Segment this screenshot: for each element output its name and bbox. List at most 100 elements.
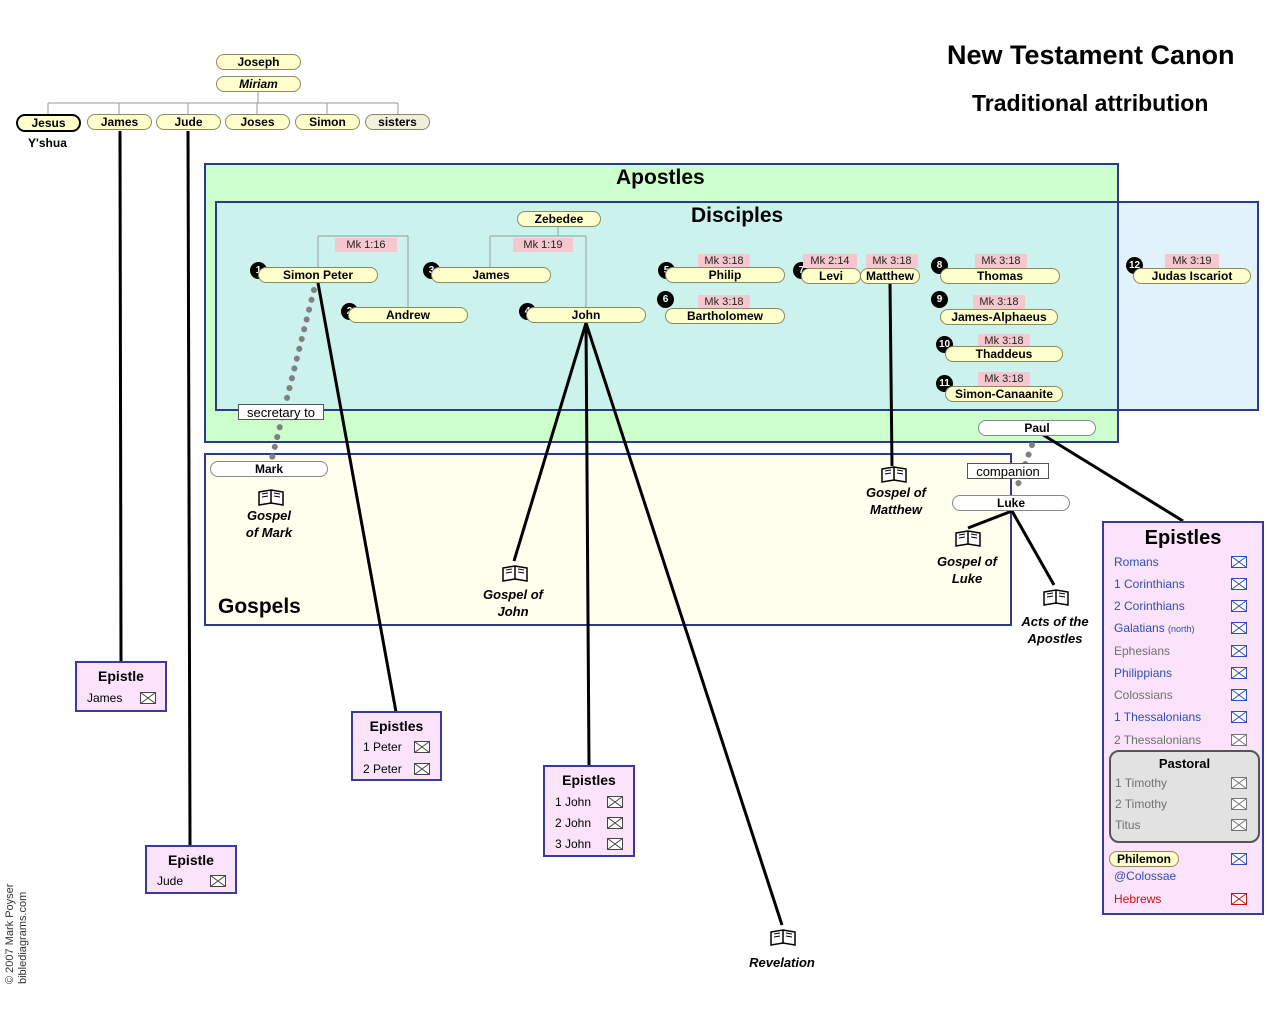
scripture-ref: Mk 3:18	[975, 254, 1027, 268]
bartholomew-pill: Bartholomew	[665, 308, 785, 324]
envelope-icon	[607, 796, 623, 808]
scripture-ref: Mk 3:19	[1165, 254, 1219, 268]
disciples-label: Disciples	[691, 204, 784, 227]
philemon-pill: Philemon	[1109, 851, 1179, 867]
scripture-ref: Mk 1:19	[513, 238, 573, 252]
matthew-pill: Matthew	[860, 268, 920, 284]
andrew-pill: Andrew	[348, 307, 468, 323]
envelope-icon	[1231, 667, 1247, 679]
epistles-john-box: Epistles 1 John 2 John 3 John	[543, 765, 635, 857]
apostles-label: Apostles	[616, 166, 705, 189]
epistles-peter-box: Epistles 1 Peter 2 Peter	[351, 711, 442, 781]
credit-line1: © 2007 Mark Poyser	[4, 883, 16, 984]
envelope-icon	[1231, 734, 1247, 746]
gospel-john-label: Gospel of John	[468, 586, 558, 620]
gospels-region	[204, 453, 1012, 626]
simon-peter-pill: Simon Peter	[258, 267, 378, 283]
gospel-mark-line2: of Mark	[245, 525, 293, 540]
epistle-box-title: Epistle	[168, 852, 214, 868]
scripture-ref: Mk 3:18	[978, 372, 1030, 386]
book-icon	[954, 528, 982, 553]
scripture-ref: Mk 3:18	[973, 295, 1025, 309]
jude-pill: Jude	[156, 114, 221, 130]
envelope-icon	[414, 763, 430, 775]
epistle-james-box: Epistle James	[75, 661, 167, 712]
epistle-box-title: Epistles	[562, 772, 616, 788]
epistle-item: James	[87, 691, 123, 705]
envelope-icon	[607, 838, 623, 850]
envelope-icon	[140, 692, 156, 704]
envelope-icon	[607, 817, 623, 829]
epistle-1-timothy: 1 Timothy	[1115, 776, 1168, 790]
envelope-icon	[1231, 777, 1247, 789]
joses-pill: Joses	[225, 114, 290, 130]
envelope-icon	[414, 741, 430, 753]
gospel-mark-label: Gospel of Mark	[229, 507, 309, 541]
gospel-mark-line1: Gospel	[246, 508, 292, 523]
book-icon	[501, 563, 529, 588]
envelope-icon	[1231, 853, 1247, 865]
james-brother-pill: James	[87, 114, 152, 130]
paul-epistles-title: Epistles	[1144, 527, 1222, 549]
epistle-galatians: Galatians (north)	[1114, 621, 1195, 635]
page-subtitle: Traditional attribution	[972, 90, 1209, 116]
gospel-luke-line2: Luke	[951, 571, 983, 586]
levi-pill: Levi	[801, 268, 861, 284]
epistle-jude-box: Epistle Jude	[145, 845, 237, 894]
envelope-icon	[1231, 622, 1247, 634]
envelope-icon	[1231, 819, 1247, 831]
yshua-label: Y'shua	[28, 136, 67, 150]
envelope-icon	[210, 875, 226, 887]
epistle-item: 1 Peter	[363, 740, 402, 754]
simon-canaanite-pill: Simon-Canaanite	[945, 386, 1063, 402]
epistle-2-corinthians: 2 Corinthians	[1114, 599, 1185, 613]
epistle-titus: Titus	[1115, 818, 1141, 832]
envelope-icon	[1231, 689, 1247, 701]
acts-line2: Apostles	[1027, 631, 1083, 646]
gospel-john-line1: Gospel of	[483, 587, 543, 602]
miriam-pill: Miriam	[216, 76, 301, 92]
book-icon	[769, 927, 797, 952]
gospel-john-line2: John	[497, 604, 529, 619]
companion-note: companion	[967, 463, 1049, 479]
dotted-lines	[269, 287, 1035, 493]
acts-line1: Acts of the	[1021, 614, 1089, 629]
paul-epistles-box: Epistles Romans 1 Corinthians 2 Corinthi…	[1102, 521, 1264, 915]
number-badge: 6	[657, 291, 674, 308]
page-title: New Testament Canon	[947, 40, 1235, 70]
galatians-note: (north)	[1168, 624, 1195, 634]
epistle-item: 2 John	[555, 816, 592, 830]
scripture-ref: Mk 3:18	[698, 254, 750, 268]
thomas-pill: Thomas	[940, 268, 1060, 284]
scripture-ref: Mk 1:16	[335, 238, 397, 252]
revelation-label: Revelation	[749, 955, 815, 970]
luke-pill: Luke	[952, 495, 1070, 511]
book-icon	[257, 487, 285, 512]
gospels-label: Gospels	[218, 595, 301, 618]
epistle-item: 1 John	[555, 795, 592, 809]
jesus-pill: Jesus	[16, 114, 81, 132]
copyright-credit: © 2007 Mark Poyser biblediagrams.com	[4, 884, 30, 984]
joseph-pill: Joseph	[216, 54, 301, 70]
envelope-icon	[1231, 578, 1247, 590]
pastoral-box: Pastoral 1 Timothy 2 Timothy Titus	[1109, 750, 1260, 843]
epistle-box-title: Epistles	[369, 718, 424, 734]
scripture-ref: Mk 3:18	[866, 254, 918, 268]
epistle-colossians: Colossians	[1114, 688, 1173, 702]
secretary-note: secretary to	[238, 404, 324, 420]
epistle-box-title: Epistle	[98, 668, 144, 684]
epistle-item: 2 Peter	[363, 762, 402, 776]
zebedee-pill: Zebedee	[517, 211, 601, 227]
paul-pill: Paul	[978, 420, 1096, 436]
epistle-1-corinthians: 1 Corinthians	[1114, 577, 1185, 591]
credit-line2: biblediagrams.com	[17, 891, 29, 984]
book-icon	[880, 464, 908, 489]
sisters-pill: sisters	[365, 114, 430, 130]
epistle-1-thessalonians: 1 Thessalonians	[1114, 710, 1202, 724]
james-zebedee-pill: James	[431, 267, 551, 283]
gospel-luke-line1: Gospel of	[937, 554, 997, 569]
gospel-matthew-line1: Gospel of	[866, 485, 926, 500]
envelope-icon	[1231, 556, 1247, 568]
